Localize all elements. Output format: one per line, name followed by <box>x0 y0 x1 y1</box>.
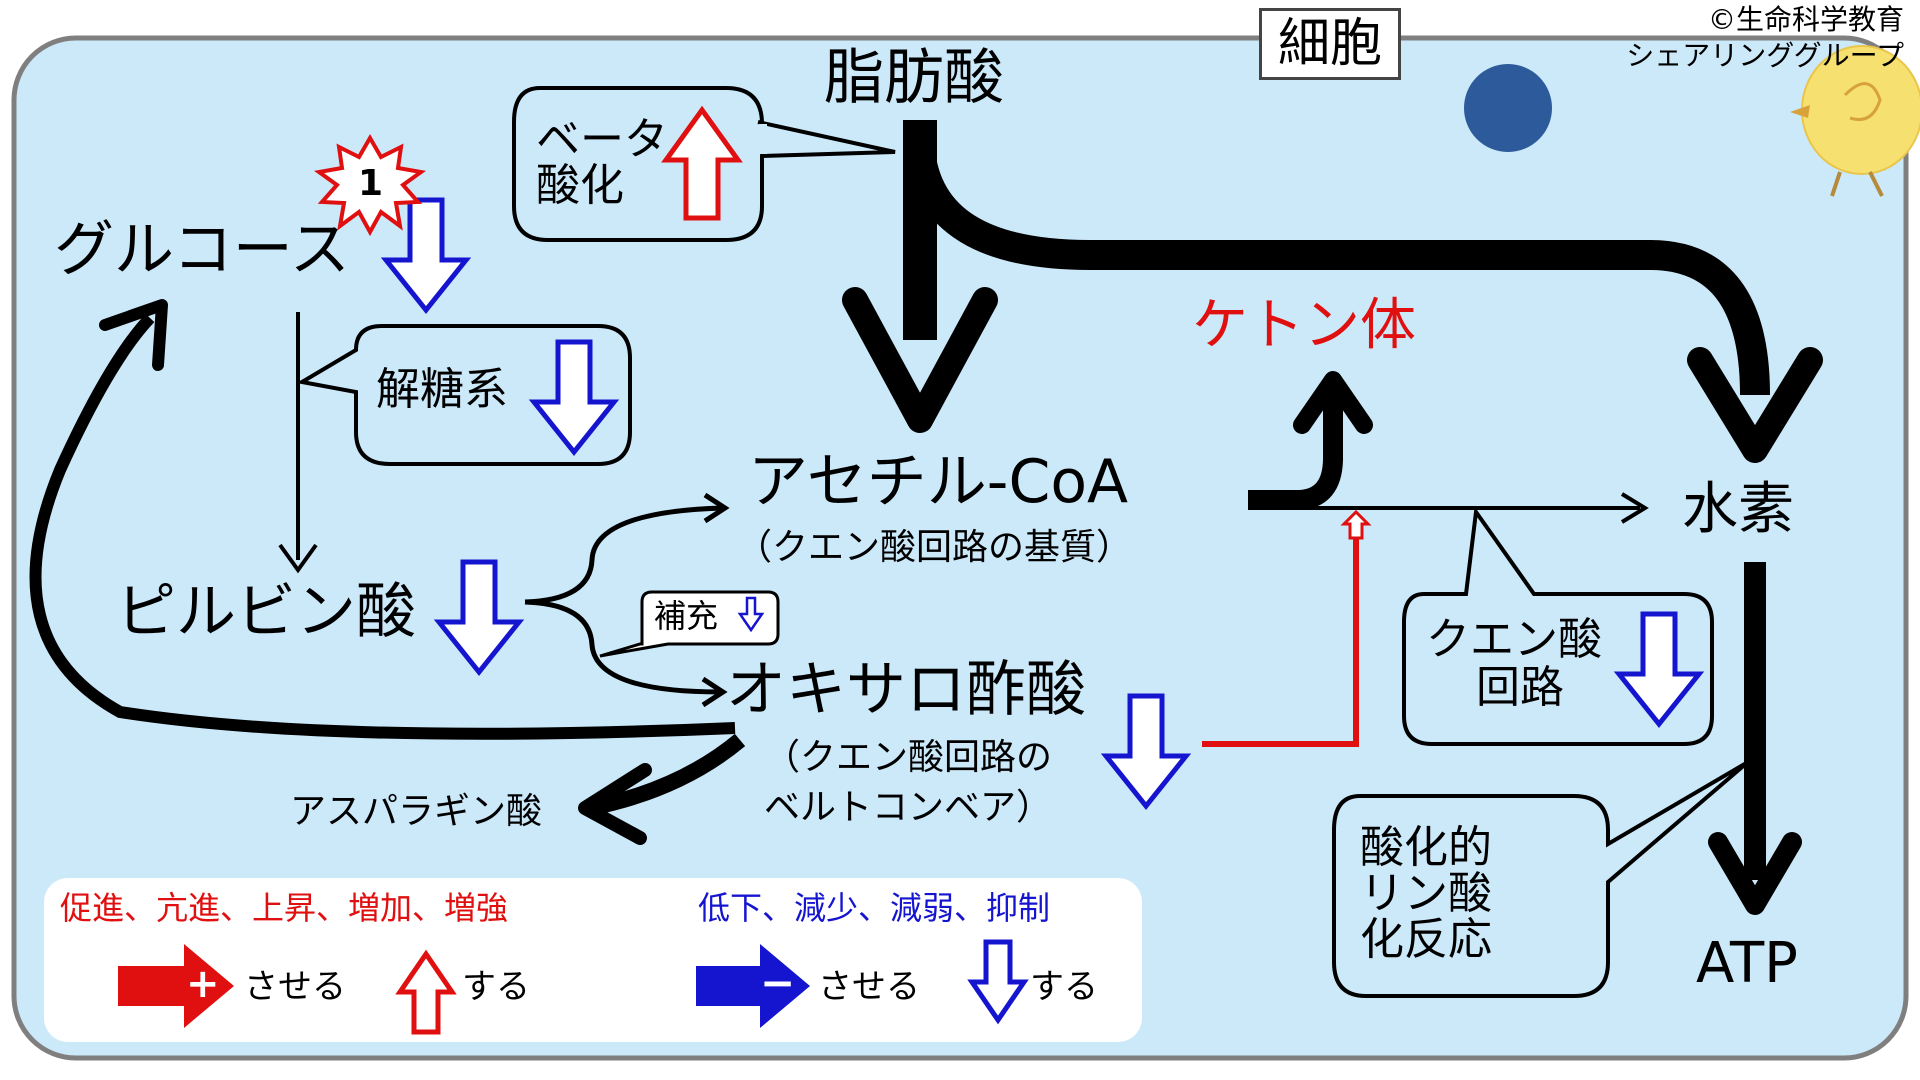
beta-oxidation-text-2: 酸化 <box>536 160 624 211</box>
aspartate-label: アスパラギン酸 <box>290 791 543 832</box>
aspartate-arrowhead <box>578 763 652 845</box>
step-badge-star <box>313 134 427 237</box>
legend-minus-sign: − <box>760 958 796 1007</box>
red-promotion-line <box>1202 522 1359 747</box>
legend-cause-decrease-text: させる <box>818 967 920 1007</box>
legend-increase-icon <box>395 949 457 1035</box>
pyruvate-to-oxaloacetate-arrowhead <box>701 676 728 708</box>
fatty-acid-to-hydrogen-arrow <box>905 148 1770 396</box>
acetyl-coa-to-hydrogen-arrowhead <box>1620 492 1649 524</box>
legend-suppress-arrow-icon <box>696 944 810 1028</box>
legend-promote-arrow-icon <box>118 944 234 1028</box>
acetyl-coa-label: アセチル-CoA <box>748 447 1129 517</box>
callout-anaplerosis <box>599 590 780 658</box>
anaplerosis-decrease-icon <box>737 596 765 633</box>
citric-acid-cycle-text-2: 回路 <box>1476 662 1564 713</box>
fatty-acid-label: 脂肪酸 <box>824 43 1004 113</box>
ketone-bodies-label: ケトン体 <box>1192 293 1416 358</box>
atp-arrowhead <box>1708 832 1802 915</box>
glycolysis-text: 解糖系 <box>376 364 508 415</box>
blue-dot <box>1464 64 1552 152</box>
legend-does-increase-text: する <box>462 967 530 1007</box>
oxaloacetate-note-2: ベルトコンベア） <box>764 787 1053 828</box>
atp-label: ATP <box>1696 931 1798 996</box>
aspartate-arrow <box>588 733 746 816</box>
chick-mascot <box>1790 45 1920 197</box>
acetyl-coa-note: （クエン酸回路の基質） <box>736 527 1133 568</box>
legend-box <box>44 878 1142 1042</box>
oxaloacetate-note-1: （クエン酸回路の <box>764 737 1053 778</box>
red-small-up-arrow <box>1340 509 1372 540</box>
copyright-line-2: シェアリンググループ <box>1626 39 1904 72</box>
legend-does-decrease-text: する <box>1030 967 1098 1007</box>
legend-decrease-terms: 低下、減少、減弱、抑制 <box>698 889 1051 927</box>
legend-cause-increase-text: させる <box>244 967 346 1007</box>
oxidative-phosphorylation-text-2: リン酸 <box>1360 868 1492 919</box>
hydrogen-arrowhead <box>1687 347 1823 463</box>
callout-oxidative-phosphorylation <box>1332 760 1750 998</box>
pyruvate-to-acetyl-coa-arrow <box>524 505 723 605</box>
hydrogen-label: 水素 <box>1682 477 1794 542</box>
anaplerosis-text: 補充 <box>654 597 719 635</box>
legend-plus-sign: + <box>186 961 220 1007</box>
oxidative-phosphorylation-text-1: 酸化的 <box>1360 822 1492 873</box>
cell-label: 細胞 <box>1259 8 1401 80</box>
legend-decrease-icon <box>967 939 1029 1025</box>
pyruvate-to-acetyl-coa-arrowhead <box>703 492 730 524</box>
oxaloacetate-label: オキサロ酢酸 <box>726 655 1086 725</box>
beta-oxidation-increase-icon <box>661 105 743 221</box>
citric-acid-cycle-text-1: クエン酸 <box>1426 614 1602 665</box>
gluconeogenesis-arrowhead <box>99 299 168 371</box>
ketone-body-arrowhead <box>1293 371 1373 434</box>
step-badge-number: 1 <box>358 163 384 204</box>
fatty-acid-down-arrowhead <box>842 287 998 433</box>
ketone-body-arrow <box>1248 395 1343 510</box>
copyright-credit: ©生命科学教育 シェアリンググループ <box>1626 2 1904 74</box>
callout-glycolysis <box>296 324 632 466</box>
gluconeogenesis-arrow <box>29 313 736 740</box>
glycolysis-arrowhead <box>278 543 318 574</box>
pyruvate-to-oxaloacetate-arrow <box>524 599 721 695</box>
beta-oxidation-text-1: ベータ <box>536 114 668 165</box>
pyruvate-label: ピルビン酸 <box>116 577 416 647</box>
legend-increase-terms: 促進、亢進、上昇、増加、増強 <box>60 889 509 927</box>
copyright-line-1: ©生命科学教育 <box>1707 3 1904 36</box>
oxidative-phosphorylation-text-3: 化反応 <box>1360 914 1492 965</box>
glucose-label: グルコース <box>54 215 350 285</box>
